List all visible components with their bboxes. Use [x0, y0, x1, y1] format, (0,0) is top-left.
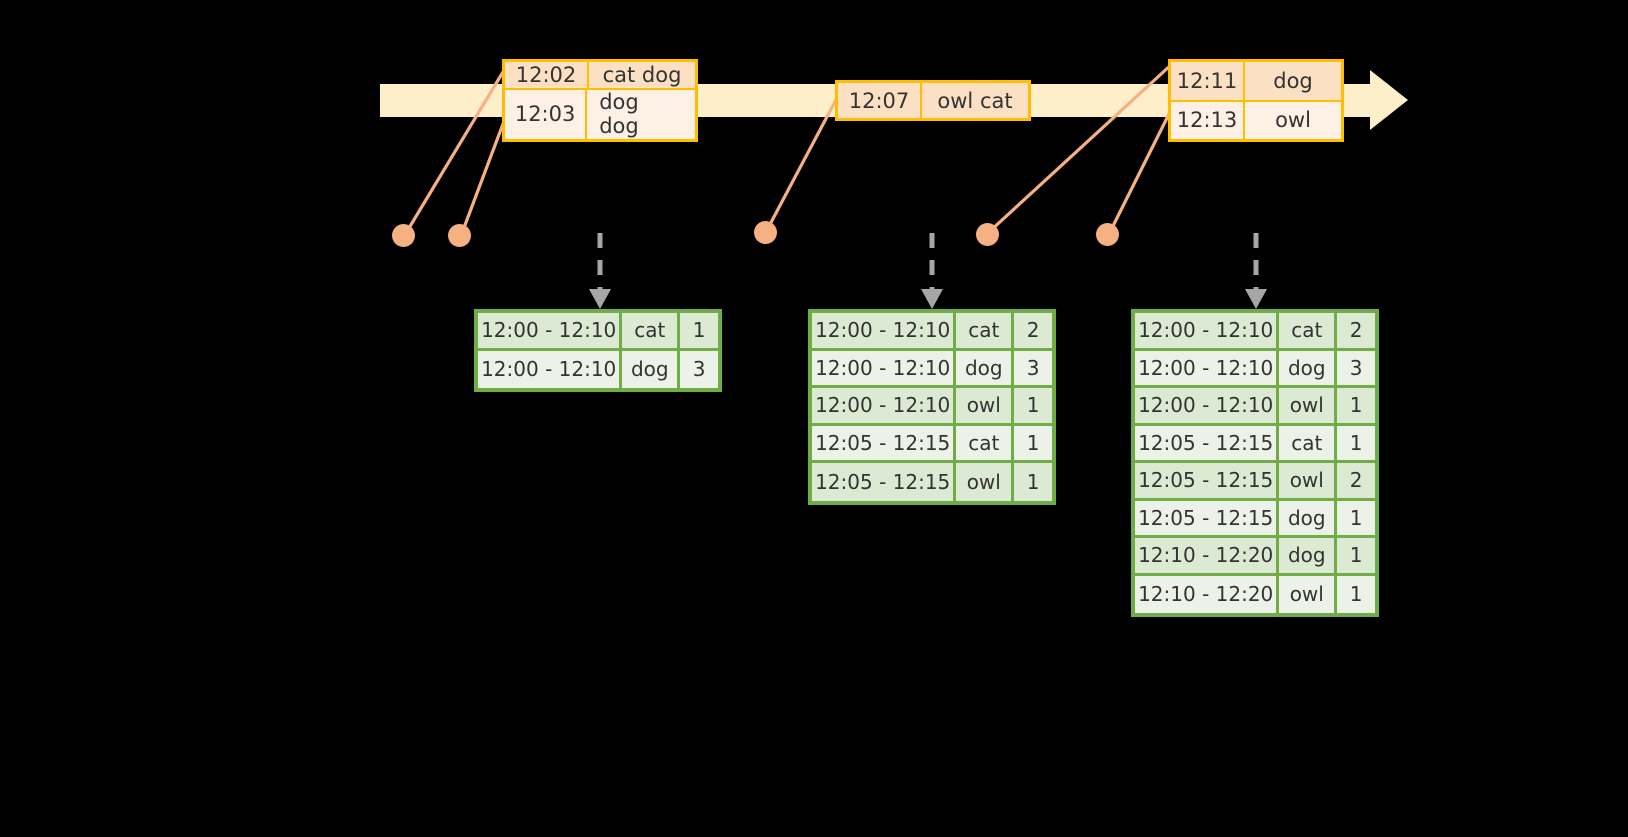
event-words: dog dog [599, 90, 639, 139]
cell-word: dog [1279, 350, 1338, 388]
cell-word: dog [1279, 500, 1338, 538]
cell-window: 12:00 - 12:10 [812, 350, 957, 388]
cell-count: 1 [680, 313, 718, 351]
cell-window: 12:05 - 12:15 [812, 463, 957, 501]
cell-count: 1 [1026, 469, 1040, 494]
cell-window: 12:10 - 12:20 [1135, 538, 1280, 576]
cell-word: owl [1279, 388, 1338, 426]
cell-window: 12:00 - 12:10 [812, 313, 957, 351]
cell-count: 1 [1337, 388, 1375, 426]
event-marker-dot[interactable] [754, 221, 777, 244]
cell-count: 1 [1349, 582, 1363, 607]
cell-count: 2 [1337, 313, 1375, 351]
dashed-arrow-1 [589, 233, 611, 309]
event-time: 12:07 [838, 83, 922, 118]
cell-window: 12:00 - 12:10 [478, 313, 623, 351]
connector-line-5 [1108, 107, 1174, 233]
event-words: dog [1273, 68, 1313, 93]
event-time: 12:02 [505, 62, 589, 88]
event-row[interactable]: 12:07 owl cat [838, 83, 1028, 118]
cell-window: 12:00 - 12:10 [812, 388, 957, 426]
cell-count: 1 [1337, 501, 1375, 538]
event-row[interactable]: 12:03 dog dog [505, 89, 695, 139]
cell-word: dog [956, 350, 1015, 388]
event-marker-dot[interactable] [392, 224, 415, 247]
cell-count: 2 [1337, 463, 1375, 501]
event-words: owl cat [937, 88, 1013, 113]
cell-window: 12:05 - 12:15 [1135, 500, 1280, 538]
cell-count: 2 [1014, 313, 1052, 351]
event-group-3[interactable]: 12:11 dog 12:13 owl [1168, 59, 1344, 142]
cell-word: cat [956, 425, 1015, 463]
event-row[interactable]: 12:02 cat dog [505, 62, 695, 90]
event-marker-dot[interactable] [448, 224, 471, 247]
cell-count: 1 [1337, 426, 1375, 463]
cell-window: 12:05 - 12:15 [812, 425, 957, 463]
cell-count: 1 [1014, 426, 1052, 463]
event-time: 12:03 [505, 89, 588, 139]
dashed-arrow-3 [1245, 233, 1267, 309]
cell-window: 12:10 - 12:20 [1135, 575, 1280, 613]
event-row[interactable]: 12:13 owl [1171, 101, 1341, 139]
cell-word: dog [1279, 538, 1338, 576]
cell-word: dog [622, 350, 681, 388]
cell-count: 3 [1337, 351, 1375, 388]
cell-word: owl [1279, 575, 1338, 613]
event-marker-dot[interactable] [976, 223, 999, 246]
cell-window: 12:05 - 12:15 [1135, 425, 1280, 463]
timeline-arrowhead-icon [1370, 70, 1408, 130]
cell-word: cat [1279, 425, 1338, 463]
event-row[interactable]: 12:11 dog [1171, 62, 1341, 102]
cell-window: 12:00 - 12:10 [1135, 313, 1280, 351]
event-time: 12:11 [1171, 62, 1245, 100]
event-words: owl [1275, 108, 1311, 133]
event-group-1[interactable]: 12:02 cat dog 12:03 dog dog [502, 59, 698, 142]
event-marker-dot[interactable] [1096, 223, 1119, 246]
cell-window: 12:00 - 12:10 [478, 350, 623, 388]
cell-word: cat [956, 313, 1015, 351]
event-time: 12:13 [1171, 101, 1245, 139]
cell-count: 1 [1337, 538, 1375, 576]
cell-count: 1 [1014, 388, 1052, 426]
event-words: cat dog [602, 62, 682, 87]
cell-window: 12:05 - 12:15 [1135, 463, 1280, 501]
cell-word: cat [1279, 313, 1338, 351]
cell-word: owl [956, 388, 1015, 426]
cell-window: 12:00 - 12:10 [1135, 388, 1280, 426]
cell-count: 3 [692, 357, 706, 382]
dashed-arrow-2 [921, 233, 943, 309]
cell-word: owl [956, 463, 1015, 501]
cell-word: owl [1279, 463, 1338, 501]
event-group-2[interactable]: 12:07 owl cat [835, 80, 1031, 121]
cell-window: 12:00 - 12:10 [1135, 350, 1280, 388]
cell-word: cat [622, 313, 681, 351]
cell-count: 3 [1014, 351, 1052, 388]
